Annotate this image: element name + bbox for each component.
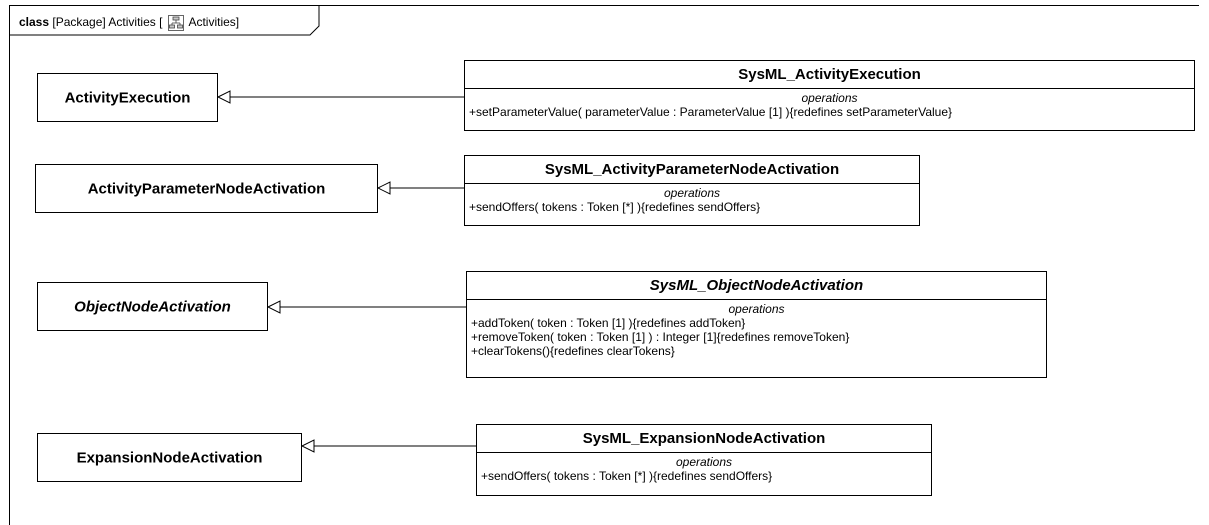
operations-compartment: operations +sendOffers( tokens : Token [… <box>477 455 931 483</box>
class-sysml-activity-execution[interactable]: SysML_ActivityExecution operations +setP… <box>464 60 1195 131</box>
compartment-title: operations <box>663 186 721 200</box>
class-name: SysML_ActivityParameterNodeActivation <box>465 156 919 184</box>
operation: +clearTokens(){redefines clearTokens} <box>471 344 675 358</box>
operations-compartment: operations +addToken( token : Token [1] … <box>467 302 1046 358</box>
generalization-1 <box>216 90 464 104</box>
class-name: ActivityParameterNodeActivation <box>87 180 326 197</box>
class-name: ExpansionNodeActivation <box>76 449 263 466</box>
compartment-title: operations <box>675 455 733 469</box>
class-activity-parameter-node-activation[interactable]: ActivityParameterNodeActivation <box>35 164 378 213</box>
generalization-3 <box>266 300 466 314</box>
operation: +setParameterValue( parameterValue : Par… <box>469 105 953 119</box>
frame-title-prefix: [Package] Activities [ <box>52 15 163 30</box>
operations-compartment: operations +setParameterValue( parameter… <box>465 91 1194 119</box>
activity-diagram-icon <box>167 15 184 31</box>
generalization-2 <box>376 181 464 195</box>
class-expansion-node-activation[interactable]: ExpansionNodeActivation <box>37 433 302 482</box>
operation: +removeToken( token : Token [1] ) : Inte… <box>471 330 850 344</box>
frame-title-suffix: ] <box>235 15 240 30</box>
class-sysml-object-node-activation[interactable]: SysML_ObjectNodeActivation operations +a… <box>466 271 1047 378</box>
class-name: SysML_ObjectNodeActivation <box>467 272 1046 300</box>
operation: +sendOffers( tokens : Token [*] ){redefi… <box>469 200 761 214</box>
operations-compartment: operations +sendOffers( tokens : Token [… <box>465 186 919 214</box>
frame-keyword: class <box>19 15 50 30</box>
operation: +sendOffers( tokens : Token [*] ){redefi… <box>481 469 773 483</box>
operation: +addToken( token : Token [1] ){redefines… <box>471 316 746 330</box>
class-sysml-activity-parameter-node-activation[interactable]: SysML_ActivityParameterNodeActivation op… <box>464 155 920 226</box>
class-name: ObjectNodeActivation <box>74 298 231 315</box>
frame-tab: class [Package] Activities [ Activities] <box>10 6 320 36</box>
class-name: ActivityExecution <box>64 89 191 106</box>
class-activity-execution[interactable]: ActivityExecution <box>37 73 218 122</box>
class-name: SysML_ActivityExecution <box>465 61 1194 89</box>
compartment-title: operations <box>801 91 858 105</box>
diagram-frame: class [Package] Activities [ Activities] <box>9 5 1199 525</box>
generalization-4 <box>300 439 476 453</box>
class-object-node-activation[interactable]: ObjectNodeActivation <box>37 282 268 331</box>
compartment-title: operations <box>728 302 785 316</box>
class-name: SysML_ExpansionNodeActivation <box>477 425 931 453</box>
frame-tab-outline <box>10 6 320 36</box>
class-sysml-expansion-node-activation[interactable]: SysML_ExpansionNodeActivation operations… <box>476 424 932 496</box>
frame-title: class [Package] Activities [ Activities] <box>19 15 239 31</box>
frame-title-name: Activities <box>188 15 236 30</box>
